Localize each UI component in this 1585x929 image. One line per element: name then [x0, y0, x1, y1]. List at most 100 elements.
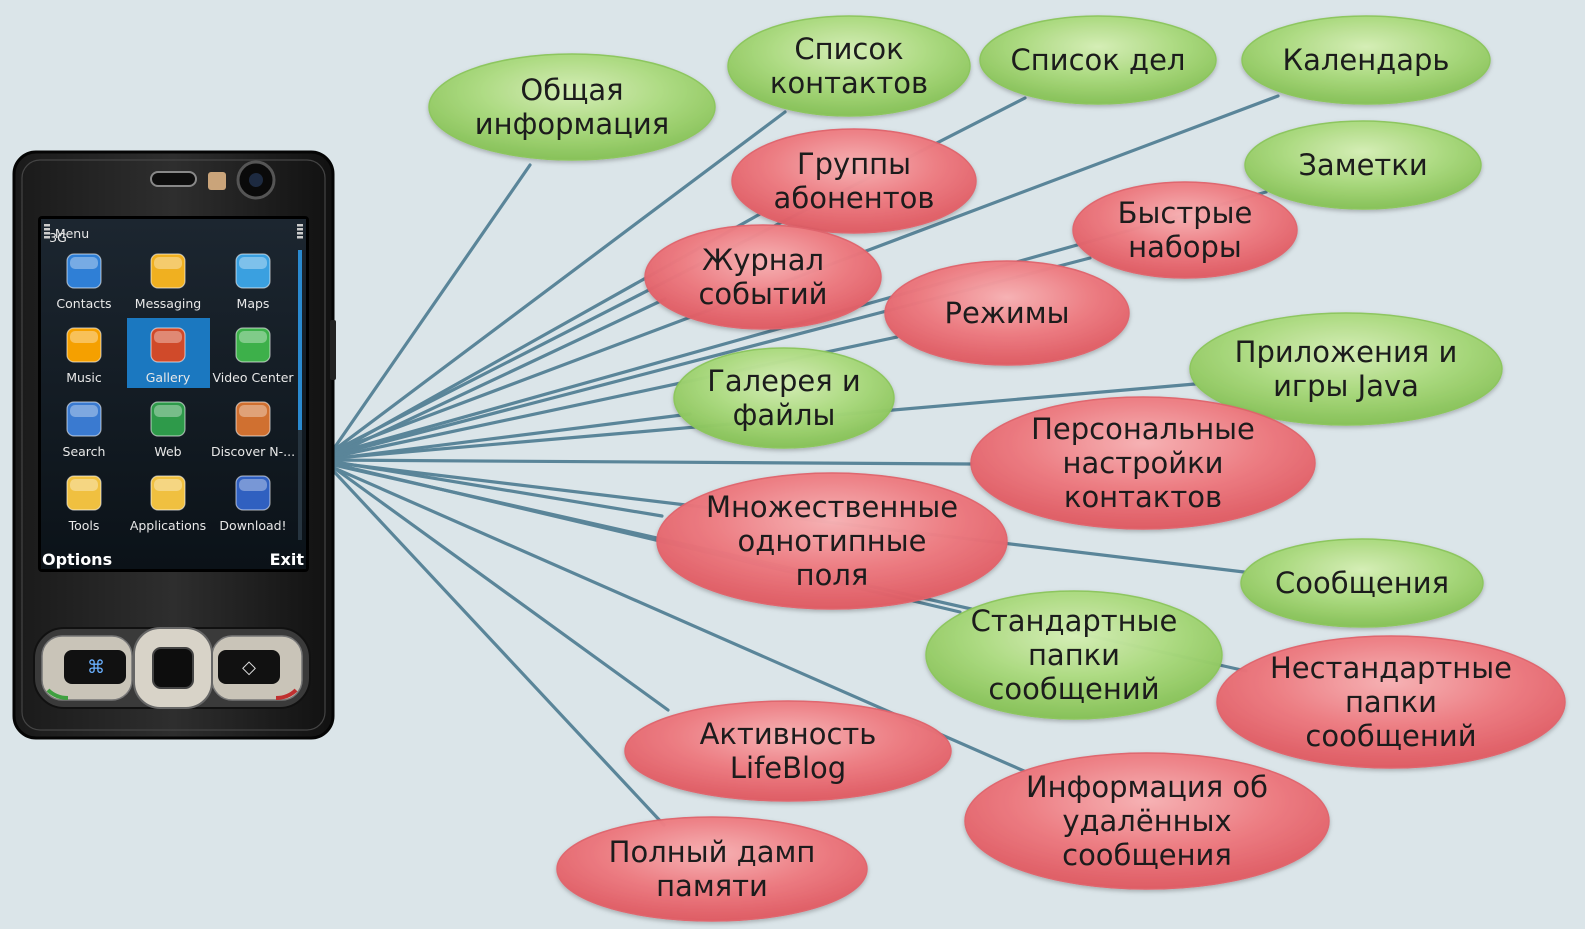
- node-messages: Сообщения: [1240, 538, 1484, 628]
- scrollbar-thumb[interactable]: [298, 250, 302, 430]
- battery-bar: [297, 232, 303, 235]
- node-profiles-label: Режимы: [944, 296, 1069, 330]
- app-label: Video Center: [212, 370, 294, 385]
- node-java-bubble: [1189, 312, 1503, 426]
- node-personal-label: настройки: [1063, 446, 1224, 480]
- multimedia-key-icon: ◇: [242, 657, 256, 678]
- phone-bezel: [21, 159, 326, 731]
- node-nonstdfolders-label: сообщений: [1305, 719, 1476, 753]
- node-groups-label: Группы: [797, 147, 911, 181]
- app-label: Music: [66, 370, 102, 385]
- connector-log: [328, 297, 667, 459]
- select-key[interactable]: [152, 647, 194, 689]
- node-java-label: игры Java: [1273, 369, 1419, 403]
- node-messages-label: Сообщения: [1275, 566, 1449, 600]
- menu-title: Menu: [55, 226, 89, 241]
- signal-bar: [44, 232, 50, 235]
- node-stdfolders-label: папки: [1028, 638, 1120, 672]
- end-call-key-icon[interactable]: [275, 688, 298, 700]
- node-notes-label: Заметки: [1298, 148, 1427, 182]
- app-label: Messaging: [135, 296, 201, 311]
- app-tools[interactable]: Tools: [66, 475, 102, 533]
- battery-bar: [297, 224, 303, 227]
- node-gallery-bubble: [673, 347, 895, 449]
- connector-personal: [328, 458, 974, 466]
- node-log-bubble: [644, 224, 882, 330]
- connector-general: [328, 163, 532, 456]
- node-memdump-label: памяти: [656, 869, 768, 903]
- node-lifeblog-bubble: [624, 700, 952, 802]
- node-todo: Список дел: [979, 15, 1217, 105]
- network-indicator: 3G: [49, 230, 67, 245]
- app-messaging[interactable]: Messaging: [135, 253, 201, 311]
- app-label: Gallery: [146, 370, 191, 385]
- light-sensor: [208, 172, 226, 190]
- node-general-bubble: [428, 53, 716, 161]
- node-memdump-label: Полный дамп: [609, 835, 816, 869]
- node-notes: Заметки: [1244, 120, 1482, 210]
- app-label: Web: [154, 444, 181, 459]
- node-multifields-label: однотипные: [738, 524, 927, 558]
- side-key: [330, 320, 336, 380]
- app-label: Discover N-...: [211, 444, 295, 459]
- connector-memdump: [328, 465, 666, 827]
- node-calendar-bubble: [1241, 15, 1491, 105]
- app-applications[interactable]: Applications: [130, 475, 206, 533]
- app-video-center[interactable]: Video Center: [212, 327, 294, 385]
- node-multifields-bubble: [656, 472, 1008, 610]
- node-gallery-label: файлы: [733, 398, 836, 432]
- app-gallery[interactable]: Gallery: [127, 318, 210, 388]
- earpiece: [150, 171, 197, 187]
- signal-bar: [44, 224, 50, 227]
- node-personal-label: Персональные: [1031, 412, 1255, 446]
- folder-apps-icon: [150, 475, 186, 511]
- download-icon: [235, 475, 271, 511]
- menu-key-icon: ⌘: [87, 657, 105, 678]
- node-speeddial-label: Быстрые: [1118, 196, 1253, 230]
- node-nonstdfolders-label: папки: [1345, 685, 1437, 719]
- node-messages-bubble: [1240, 538, 1484, 628]
- menu-key[interactable]: [64, 650, 126, 684]
- video-icon: [235, 327, 271, 363]
- node-notes-bubble: [1244, 120, 1482, 210]
- multimedia-key[interactable]: [218, 650, 280, 684]
- node-gallery-label: Галерея и: [707, 364, 861, 398]
- connector-lifeblog: [328, 463, 670, 712]
- app-contacts[interactable]: Contacts: [56, 253, 112, 311]
- softkey-options[interactable]: Options: [42, 550, 112, 569]
- node-deleted-bubble: [964, 752, 1330, 890]
- node-nonstdfolders-bubble: [1216, 635, 1566, 769]
- app-label: Download!: [219, 518, 286, 533]
- softkey-exit[interactable]: Exit: [270, 550, 305, 569]
- app-download[interactable]: Download!: [219, 475, 287, 533]
- node-memdump-bubble: [556, 816, 868, 922]
- app-label: Contacts: [56, 296, 111, 311]
- app-search[interactable]: Search: [63, 401, 106, 459]
- call-key-icon[interactable]: [46, 688, 69, 700]
- node-stdfolders-label: сообщений: [988, 672, 1159, 706]
- app-discover-n[interactable]: Discover N-...: [211, 401, 295, 459]
- node-groups-bubble: [731, 128, 977, 234]
- node-todo-label: Список дел: [1011, 43, 1186, 77]
- ngage-logo-icon: [235, 401, 271, 437]
- node-nonstdfolders-label: Нестандартные: [1270, 651, 1512, 685]
- app-music[interactable]: Music: [66, 327, 102, 385]
- app-maps[interactable]: Maps: [235, 253, 271, 311]
- music-icon: [66, 327, 102, 363]
- app-web[interactable]: Web: [150, 401, 186, 459]
- node-stdfolders-label: Стандартные: [971, 604, 1178, 638]
- node-groups-label: абонентов: [774, 181, 935, 215]
